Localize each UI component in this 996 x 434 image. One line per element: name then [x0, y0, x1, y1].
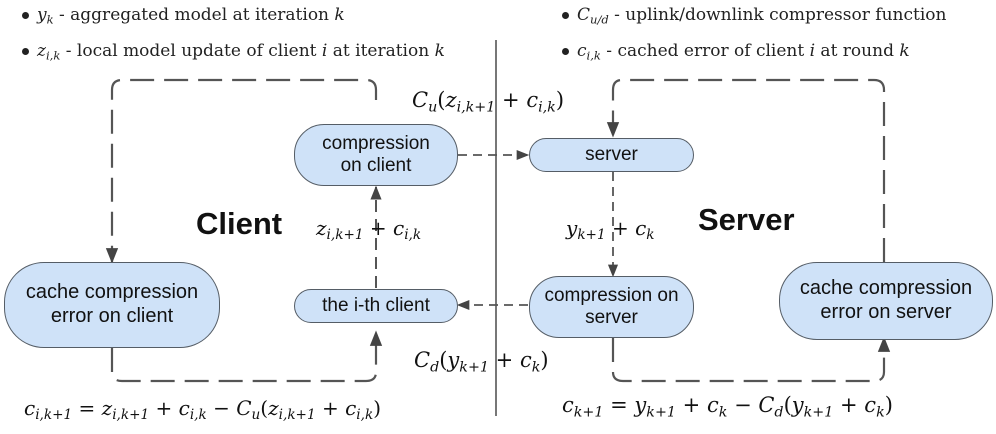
uplink-equation: Cu(zi,k+1 + ci,k) — [412, 88, 565, 116]
server-node: server — [529, 138, 694, 172]
compression-on-server-node: compression on server — [529, 276, 694, 338]
cache-compression-server-node: cache compression error on server — [779, 262, 993, 340]
client-sum-equation: zi,k+1 + ci,k — [316, 216, 422, 244]
legend-item-c-compressor: Cu/d - uplink/downlink compressor functi… — [562, 5, 946, 26]
ith-client-node: the i-th client — [294, 289, 458, 323]
client-update-equation: ci,k+1 = zi,k+1 + ci,k − Cu(zi,k+1 + ci,… — [24, 396, 382, 424]
downlink-equation: Cd(yk+1 + ck) — [414, 348, 549, 376]
client-loop-bottom — [110, 330, 383, 383]
server-loop-bottom — [611, 336, 891, 383]
client-loop-top — [105, 78, 378, 264]
server-label: Server — [698, 202, 795, 237]
legend-item-z: zi,k - local model update of client i at… — [22, 41, 445, 62]
server-loop-top — [606, 78, 886, 262]
legend-item-y: yk - aggregated model at iteration k — [22, 5, 345, 26]
compression-on-client-node: compression on client — [294, 124, 458, 186]
server-update-equation: ck+1 = yk+1 + ck − Cd(yk+1 + ck) — [562, 393, 893, 421]
legend-item-c-cached: ci,k - cached error of client i at round… — [562, 41, 910, 62]
client-label: Client — [196, 206, 283, 241]
server-sum-equation: yk+1 + ck — [566, 216, 655, 244]
cache-compression-client-node: cache compression error on client — [4, 262, 220, 348]
